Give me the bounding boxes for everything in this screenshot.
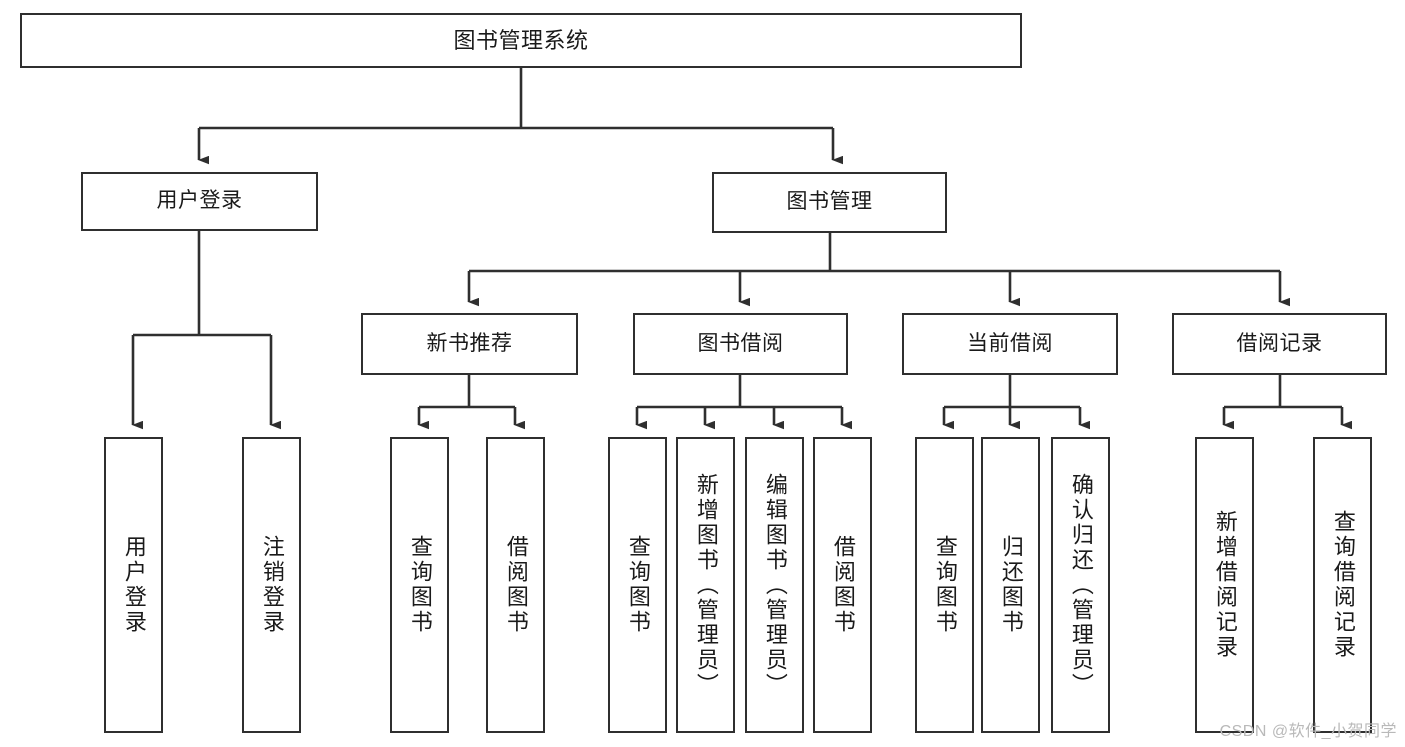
- node-current-borrow[interactable]: 当前借阅: [902, 313, 1118, 375]
- leaf-query-book-2-label: 查询图书: [625, 535, 651, 635]
- leaf-user-logout-label: 注销登录: [259, 535, 285, 635]
- leaf-query-book-1[interactable]: 查询图书: [390, 437, 449, 733]
- node-current-borrow-label: 当前借阅: [967, 331, 1053, 355]
- node-root[interactable]: 图书管理系统: [20, 13, 1022, 68]
- leaf-user-login-label: 用户登录: [121, 535, 147, 635]
- node-new-book-recommend-label: 新书推荐: [426, 331, 513, 355]
- leaf-user-login[interactable]: 用户登录: [104, 437, 163, 733]
- node-borrow-record[interactable]: 借阅记录: [1172, 313, 1387, 375]
- leaf-confirm-return[interactable]: 确认归还（管理员）: [1051, 437, 1110, 733]
- leaf-borrow-book-1[interactable]: 借阅图书: [486, 437, 545, 733]
- node-root-label: 图书管理系统: [453, 27, 589, 53]
- node-book-manage-label: 图书管理: [786, 190, 873, 214]
- leaf-confirm-return-label: 确认归还（管理员）: [1068, 472, 1094, 698]
- leaf-add-record[interactable]: 新增借阅记录: [1195, 437, 1254, 733]
- leaf-edit-book-label: 编辑图书（管理员）: [762, 472, 788, 698]
- leaf-query-record-label: 查询借阅记录: [1330, 510, 1356, 660]
- leaf-borrow-book-1-label: 借阅图书: [503, 535, 529, 635]
- leaf-add-book-label: 新增图书（管理员）: [693, 472, 719, 698]
- leaf-borrow-book-2-label: 借阅图书: [830, 535, 856, 635]
- node-book-borrow-label: 图书借阅: [697, 331, 784, 355]
- node-book-manage[interactable]: 图书管理: [712, 172, 947, 233]
- leaf-query-book-3[interactable]: 查询图书: [915, 437, 974, 733]
- leaf-borrow-book-2[interactable]: 借阅图书: [813, 437, 872, 733]
- node-book-borrow[interactable]: 图书借阅: [633, 313, 848, 375]
- leaf-add-record-label: 新增借阅记录: [1212, 510, 1238, 660]
- node-user-login-label: 用户登录: [156, 189, 243, 213]
- leaf-add-book[interactable]: 新增图书（管理员）: [676, 437, 735, 733]
- leaf-return-book[interactable]: 归还图书: [981, 437, 1040, 733]
- leaf-query-book-3-label: 查询图书: [932, 535, 958, 635]
- leaf-edit-book[interactable]: 编辑图书（管理员）: [745, 437, 804, 733]
- node-new-book-recommend[interactable]: 新书推荐: [361, 313, 578, 375]
- node-user-login[interactable]: 用户登录: [81, 172, 318, 231]
- node-borrow-record-label: 借阅记录: [1236, 331, 1323, 355]
- leaf-return-book-label: 归还图书: [998, 535, 1024, 635]
- leaf-user-logout[interactable]: 注销登录: [242, 437, 301, 733]
- watermark: CSDN @软件_小贺同学: [1219, 723, 1397, 740]
- leaf-query-book-2[interactable]: 查询图书: [608, 437, 667, 733]
- leaf-query-book-1-label: 查询图书: [407, 535, 433, 635]
- leaf-query-record[interactable]: 查询借阅记录: [1313, 437, 1372, 733]
